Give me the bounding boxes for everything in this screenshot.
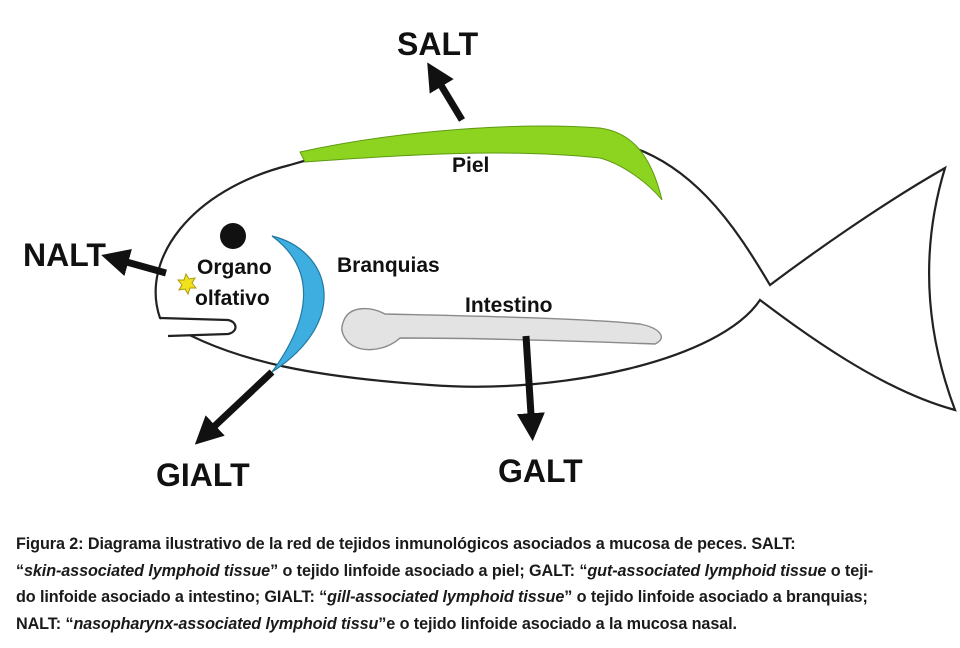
label-galt: GALT	[498, 453, 583, 489]
caption-line-1: Figura 2: Diagrama ilustrativo de la red…	[16, 535, 796, 553]
salt-arrow	[427, 62, 465, 122]
label-salt: SALT	[397, 26, 479, 62]
skin-band	[299, 125, 663, 201]
fish-immunology-diagram: SALT NALT GIALT GALT Piel Branquias Orga…	[23, 26, 957, 493]
caption-line-3: do linfoide asociado a intestino; GIALT:…	[16, 588, 868, 606]
gill-crescent	[271, 235, 325, 373]
label-piel: Piel	[452, 154, 489, 177]
fish-mouth	[159, 316, 237, 338]
nalt-arrow	[101, 249, 167, 277]
label-organo: Organo	[197, 256, 272, 279]
caption-line-2: “skin-associated lymphoid tissue” o teji…	[16, 561, 874, 580]
galt-arrow	[516, 335, 545, 442]
eye-icon	[220, 223, 246, 249]
label-intestino: Intestino	[465, 294, 553, 317]
intestine-shape	[341, 307, 662, 351]
figure-caption: Figura 2: Diagrama ilustrativo de la red…	[16, 531, 946, 637]
caption-line-4: NALT: “nasopharynx-associated lymphoid t…	[16, 614, 737, 633]
label-branquias: Branquias	[337, 254, 440, 277]
label-nalt: NALT	[23, 237, 106, 273]
label-olfativo: olfativo	[195, 287, 270, 310]
gialt-arrow	[194, 369, 275, 445]
olfactory-organ-star	[176, 272, 198, 296]
label-gialt: GIALT	[156, 457, 250, 493]
